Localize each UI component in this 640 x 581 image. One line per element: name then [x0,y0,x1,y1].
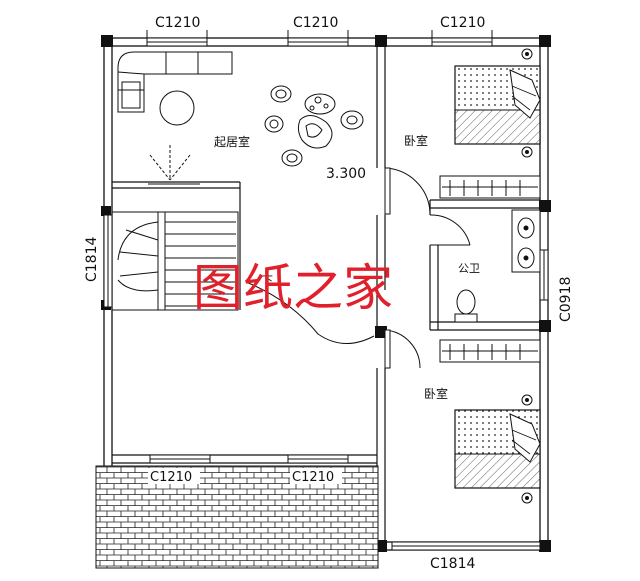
bed-bottom [454,394,541,504]
stair-direction-arrow [245,281,375,344]
window-label-left-side: C1814 [84,237,100,282]
window-label-lower-middle: C1210 [292,470,334,485]
wardrobe-bottom [439,339,541,363]
window-label-lower-left: C1210 [150,470,192,485]
bottom-window [391,541,541,551]
left-window [103,214,113,308]
window-label-top-middle: C1210 [293,15,338,31]
bathroom-fixtures [454,209,541,323]
elevation-value: 3.300 [326,166,366,182]
decorative-plants [264,85,364,167]
staircase [111,211,239,311]
lower-windows [149,454,349,464]
doors [384,167,471,369]
top-window-ticks [146,30,493,38]
room-label-bedroom-bottom: 卧室 [424,386,448,401]
watermark: 图纸之家 [193,259,393,317]
bed-top [454,48,541,158]
right-window [539,249,549,301]
window-label-right-side: C0918 [558,277,574,322]
stair-direction-label: 下 [262,274,273,287]
window-label-top-left: C1210 [155,15,200,31]
room-label-bathroom: 公卫 [458,262,480,275]
room-label-bedroom-top: 卧室 [404,133,428,148]
top-windows [146,37,493,47]
sofa [117,51,233,113]
round-table [159,90,195,126]
room-label-living: 起居室 [214,134,250,149]
lamp-symbol [148,145,200,185]
window-label-bottom-right: C1814 [430,556,475,572]
window-label-top-right: C1210 [440,15,485,31]
wardrobe-top [439,175,541,199]
